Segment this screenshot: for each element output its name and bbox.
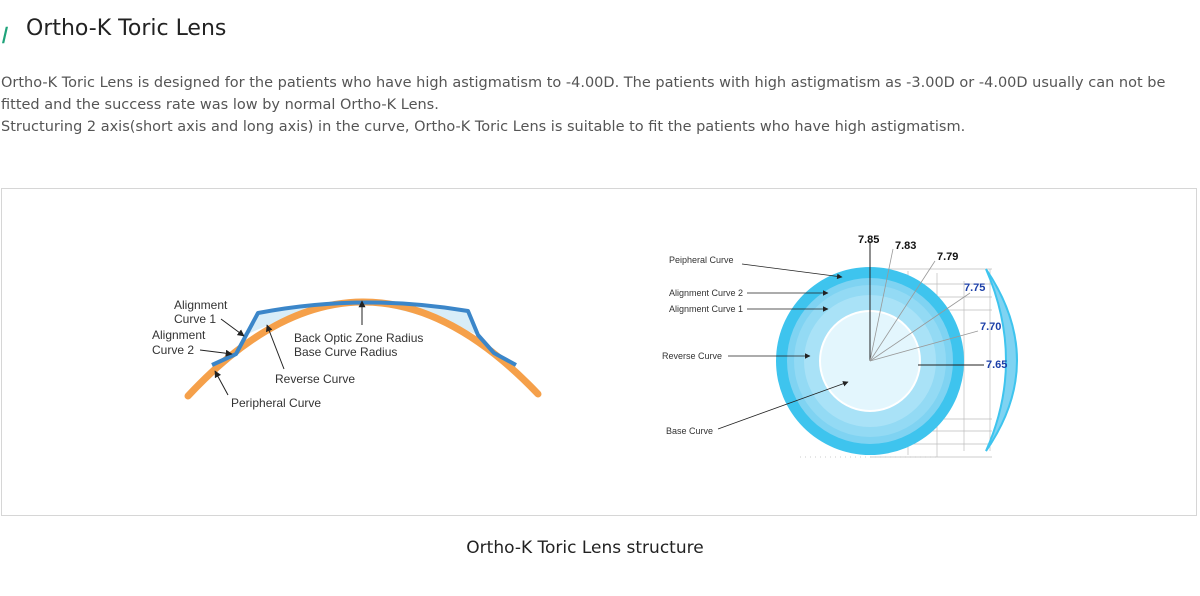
front-view-diagram: 7.85 7.83 7.79 7.75 7.70 7.65 Peipheral … — [662, 234, 1018, 458]
label-base-curve: Base Curve — [666, 426, 713, 436]
label-peipheral-curve: Peipheral Curve — [669, 255, 734, 265]
label-reverse-curve-front: Reverse Curve — [662, 351, 722, 361]
label-alignment-curve-2-line1: Alignment — [152, 328, 206, 342]
figure-caption: Ortho-K Toric Lens structure — [466, 538, 704, 558]
page-title: Ortho-K Toric Lens — [26, 16, 227, 41]
lens-profile — [211, 300, 517, 367]
label-alignment-curve-2: Alignment Curve 2 — [669, 288, 743, 298]
cross-section-diagram: Alignment Curve 1 Alignment Curve 2 Back… — [152, 298, 542, 410]
value-7-85: 7.85 — [858, 234, 879, 246]
section-header: Ortho-K Toric Lens — [0, 14, 1200, 48]
label-alignment-curve-2-line2: Curve 2 — [152, 343, 194, 357]
lens-side-profile — [985, 268, 1018, 452]
label-back-optic-zone-radius: Back Optic Zone Radius — [294, 331, 423, 345]
description-paragraph-2: Structuring 2 axis(short axis and long a… — [1, 119, 966, 135]
label-alignment-curve-1-line2: Curve 1 — [174, 312, 216, 326]
accent-slash-icon — [2, 26, 8, 44]
description: Ortho-K Toric Lens is designed for the p… — [1, 72, 1197, 138]
value-7-65: 7.65 — [986, 359, 1007, 371]
value-7-83: 7.83 — [895, 240, 916, 252]
label-alignment-curve-1: Alignment Curve 1 — [669, 304, 743, 314]
lens-figure: Alignment Curve 1 Alignment Curve 2 Back… — [1, 188, 1197, 516]
value-7-70: 7.70 — [980, 321, 1001, 333]
label-base-curve-radius: Base Curve Radius — [294, 345, 397, 359]
description-paragraph-1: Ortho-K Toric Lens is designed for the p… — [1, 75, 1166, 113]
value-7-75: 7.75 — [964, 282, 985, 294]
label-peripheral-curve: Peripheral Curve — [231, 396, 321, 410]
lens-diagram: Alignment Curve 1 Alignment Curve 2 Back… — [152, 234, 1018, 458]
label-reverse-curve: Reverse Curve — [275, 372, 355, 386]
value-7-79: 7.79 — [937, 251, 958, 263]
label-alignment-curve-1-line1: Alignment — [174, 298, 228, 312]
